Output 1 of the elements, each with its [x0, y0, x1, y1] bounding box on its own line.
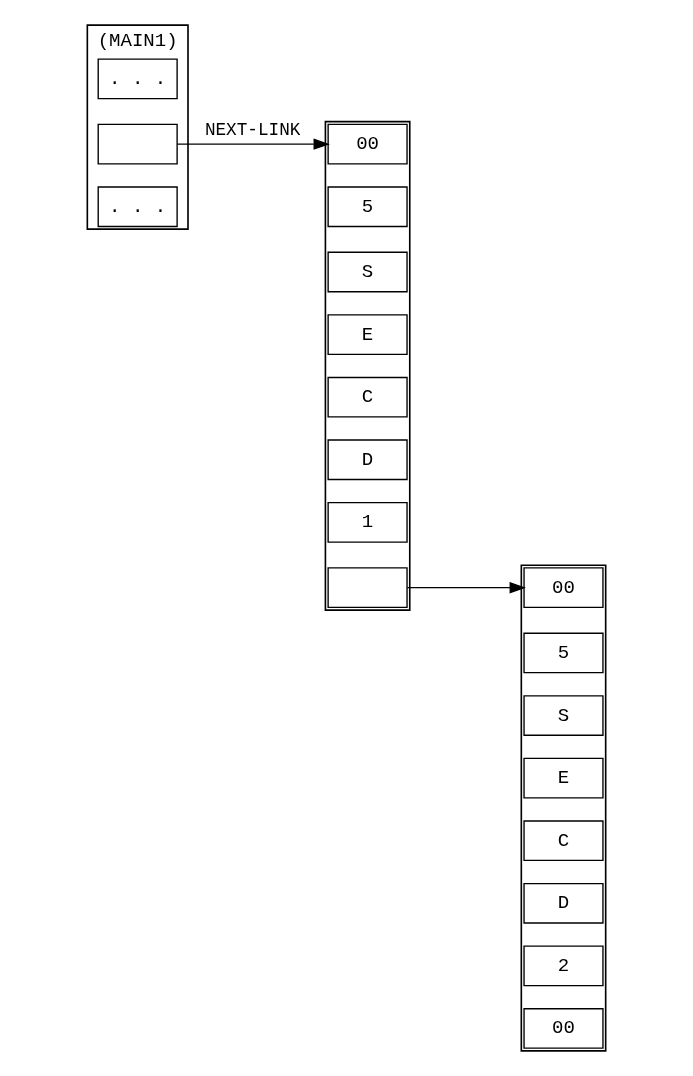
- edge-label: NEXT-LINK: [204, 120, 301, 141]
